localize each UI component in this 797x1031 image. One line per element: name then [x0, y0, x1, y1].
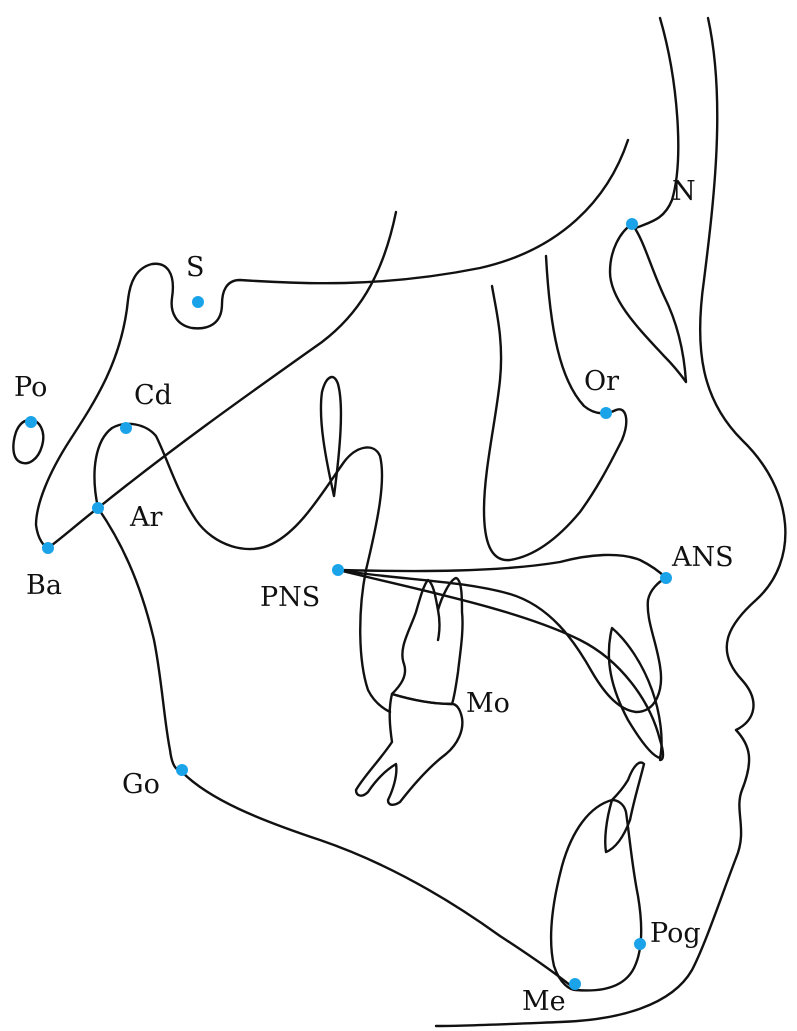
occlusal-line	[336, 568, 665, 762]
landmark-cd[interactable]: Cd	[120, 380, 172, 434]
landmark-point-pog[interactable]	[634, 938, 646, 950]
landmark-point-or[interactable]	[600, 407, 612, 419]
mandibular-symphysis	[550, 798, 643, 992]
landmark-label-s: S	[186, 252, 205, 283]
landmark-point-go[interactable]	[176, 764, 188, 776]
upper-molar-root-line	[436, 608, 441, 642]
landmark-label-n: N	[672, 176, 696, 207]
landmark-point-n[interactable]	[626, 218, 638, 230]
landmark-point-ans[interactable]	[660, 572, 672, 584]
mandible-outline	[96, 506, 578, 992]
condyle-outline	[93, 422, 392, 714]
orbit-outline	[482, 254, 628, 562]
landmark-label-go: Go	[122, 769, 160, 800]
landmark-label-or: Or	[584, 366, 619, 397]
lower-molar	[354, 692, 464, 806]
landmark-n[interactable]: N	[626, 176, 696, 230]
landmark-point-s[interactable]	[192, 296, 204, 308]
landmark-label-me: Me	[522, 986, 566, 1017]
porion-outline	[12, 418, 45, 465]
landmark-label-cd: Cd	[134, 380, 172, 411]
landmarks: S N Po Cd Ar Ba Or ANS	[14, 176, 734, 1017]
nasal-bone-inner	[608, 222, 688, 384]
landmark-or[interactable]: Or	[584, 366, 619, 419]
lower-incisor	[604, 761, 646, 854]
basion-articulare-line	[46, 210, 398, 550]
landmark-go[interactable]: Go	[122, 764, 188, 800]
upper-molar	[390, 576, 464, 706]
anterior-cranial-base	[34, 138, 630, 550]
palatal-plane	[336, 553, 668, 580]
landmark-label-ba: Ba	[26, 570, 62, 601]
landmark-label-pns: PNS	[260, 582, 320, 613]
landmark-point-me[interactable]	[569, 978, 581, 990]
landmark-point-cd[interactable]	[120, 422, 132, 434]
landmark-s[interactable]: S	[186, 252, 205, 308]
pterygomaxillary-fissure	[319, 375, 343, 498]
upper-incisor	[607, 626, 663, 760]
landmark-point-po[interactable]	[25, 416, 37, 428]
soft-tissue-profile	[434, 16, 787, 1028]
landmark-ans[interactable]: ANS	[660, 542, 734, 584]
landmark-label-po: Po	[14, 372, 47, 403]
landmark-point-ba[interactable]	[42, 542, 54, 554]
landmark-label-pog: Pog	[650, 918, 701, 949]
landmark-ba[interactable]: Ba	[26, 542, 62, 601]
landmark-point-ar[interactable]	[92, 502, 104, 514]
landmark-label-ar: Ar	[129, 502, 162, 533]
landmark-mo[interactable]: Mo	[466, 688, 510, 719]
landmark-pns[interactable]: PNS	[260, 564, 344, 613]
landmark-po[interactable]: Po	[14, 372, 47, 428]
landmark-label-ans: ANS	[671, 542, 734, 573]
forehead-outline	[634, 16, 680, 230]
landmark-me[interactable]: Me	[522, 978, 581, 1017]
landmark-ar[interactable]: Ar	[92, 502, 162, 533]
landmark-label-mo: Mo	[466, 688, 510, 719]
landmark-pog[interactable]: Pog	[634, 918, 701, 950]
landmark-point-pns[interactable]	[332, 564, 344, 576]
